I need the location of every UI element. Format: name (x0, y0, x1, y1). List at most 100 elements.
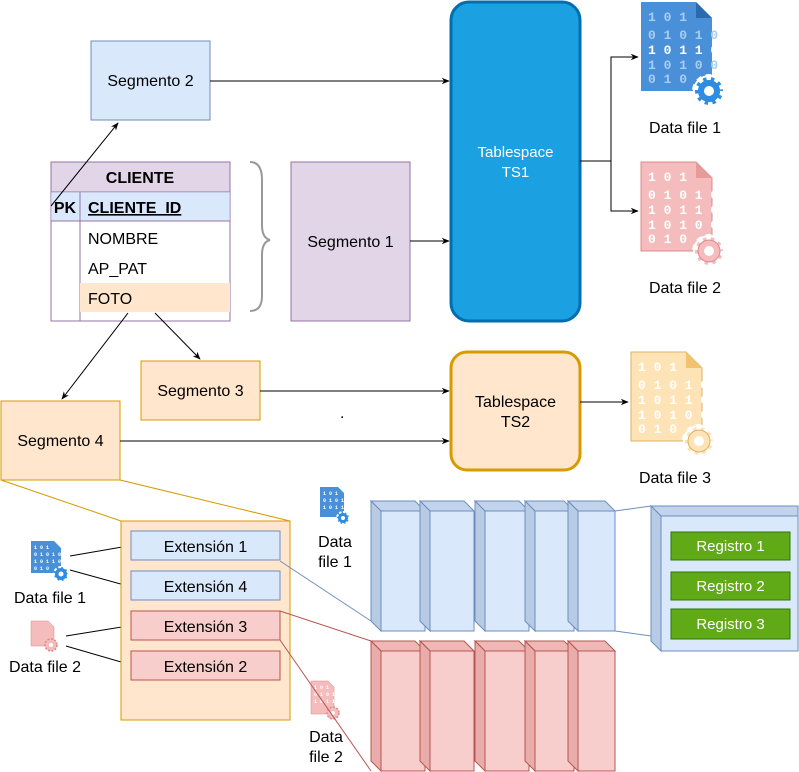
data-file-1-icon: 1 0 1 0 1 0 1 0 1 0 1 1 0 1 0 1 0 0 0 1 … (641, 2, 726, 108)
svg-text:1 0 1: 1 0 1 (323, 491, 338, 497)
data-file-1-label: Data file 1 (649, 120, 721, 137)
extension-3-label: Extensión 3 (164, 619, 248, 636)
bits-row-4: 0 1 0 (638, 422, 677, 437)
field-foto: FOTO (88, 291, 132, 308)
bits-row-0: 1 0 1 (648, 10, 687, 25)
field-ap-pat: AP_PAT (88, 261, 147, 278)
field-nombre: NOMBRE (88, 231, 158, 248)
brace-icon (249, 161, 271, 312)
extension-2-box[interactable]: Extensión 2 (130, 650, 281, 681)
extension-3-link-bottom (279, 639, 372, 772)
blue-block (566, 499, 617, 633)
extension-3-link-top (279, 610, 372, 642)
svg-text:0 1 0 1 0: 0 1 0 1 0 (34, 552, 61, 558)
segment-4-label: Segmento 4 (17, 433, 103, 450)
segment-2-label: Segmento 2 (107, 73, 193, 90)
table-title: CLIENTE (106, 170, 175, 187)
extension-4-box[interactable]: Extensión 4 (130, 570, 281, 601)
red-blocks (369, 639, 617, 772)
data-file-2-label: Data file 2 (649, 280, 721, 297)
bits-row-4: 0 1 0 (648, 72, 687, 87)
svg-text:1 0 1 1 0: 1 0 1 1 0 (314, 699, 341, 705)
blue-block (369, 499, 427, 633)
registro-3-label: Registro 3 (696, 616, 764, 633)
blue-block (523, 499, 576, 633)
extension-1-box[interactable]: Extensión 1 (130, 530, 281, 561)
bits-row-1: 0 1 0 1 0 (638, 378, 708, 393)
segment-1-box[interactable]: Segmento 1 (290, 161, 411, 322)
cube-data-file-1-line2: file 1 (318, 554, 352, 571)
segment-4-box[interactable]: Segmento 4 (0, 400, 121, 481)
svg-text:1 0 1: 1 0 1 (34, 545, 49, 551)
registro-1-box[interactable]: Registro 1 (670, 531, 791, 561)
extension-1-link (279, 560, 372, 622)
bits-row-2: 1 0 1 1 0 (638, 393, 708, 408)
pk-label: PK (54, 200, 77, 217)
expand-line-right (119, 479, 291, 522)
gear-icon (692, 74, 726, 108)
bits-row-1: 0 1 0 1 0 (648, 188, 718, 203)
registro-1-label: Registro 1 (696, 538, 764, 555)
red-block (566, 639, 617, 772)
red-block (473, 639, 531, 772)
gear-icon (692, 234, 726, 268)
bits-row-2: 1 0 1 1 0 (648, 203, 718, 218)
blue-block (418, 499, 476, 633)
ts1-label-line2: TS1 (502, 164, 530, 181)
data-file-3-label: Data file 3 (639, 470, 711, 487)
svg-text:1 0 1 1 0: 1 0 1 1 0 (323, 505, 350, 511)
blue-blocks (369, 499, 617, 633)
extension-4-label: Extensión 4 (164, 579, 248, 596)
segment-2-box[interactable]: Segmento 2 (90, 40, 211, 121)
segment-3-label: Segmento 3 (157, 383, 243, 400)
segment-1-label: Segmento 1 (307, 234, 393, 251)
red-block (418, 639, 476, 772)
blue-block (473, 499, 531, 633)
ts2-label-line1: Tablespace (475, 394, 556, 411)
tablespace-ts1[interactable]: Tablespace TS1 (449, 0, 582, 323)
extension-1-label: Extensión 1 (164, 539, 248, 556)
bits-row-0: 1 0 1 (638, 360, 677, 375)
ts1-label-line1: Tablespace (478, 144, 554, 161)
extension-3-box[interactable]: Extensión 3 (130, 610, 281, 641)
cube-data-file-2-line2: file 2 (309, 749, 343, 766)
bits-row-1: 0 1 0 1 0 (648, 28, 718, 43)
small-data-file-1-icon: 1 0 10 1 0 1 01 0 1 1 00 1 0 (31, 541, 69, 582)
arrows (50, 53, 639, 666)
small-data-file-1-label: Data file 1 (14, 590, 86, 607)
bits-row-4: 0 1 0 (648, 232, 687, 247)
bits-row-0: 1 0 1 (648, 170, 687, 185)
red-block (369, 639, 427, 772)
small-data-file-2-icon (30, 620, 58, 652)
registro-2-box[interactable]: Registro 2 (670, 571, 791, 601)
bits-row-2: 1 0 1 1 0 (648, 43, 718, 58)
pk-field: CLIENTE_ID (88, 200, 181, 217)
records-link-top (614, 505, 652, 512)
extension-2-label: Extensión 2 (164, 659, 248, 676)
bits-row-3: 1 0 1 0 0 (638, 408, 708, 423)
expand-line-left (0, 479, 122, 522)
data-file-3-icon: 1 0 1 0 1 0 1 0 1 0 1 1 0 1 0 1 0 0 0 1 … (630, 351, 716, 458)
gear-icon (682, 424, 716, 458)
cliente-table[interactable]: CLIENTE PK CLIENTE_ID NOMBRE AP_PAT FOTO (50, 161, 231, 322)
svg-text:0 1 0 1 0: 0 1 0 1 0 (323, 498, 350, 504)
cube-data-file-1-line1: Data (318, 534, 352, 551)
svg-text:1 0 1 1 0: 1 0 1 1 0 (34, 559, 61, 565)
data-file-2-icon: 1 0 1 0 1 0 1 0 1 0 1 1 0 1 0 1 0 0 0 1 … (640, 161, 726, 268)
red-block (523, 639, 576, 772)
segment-3-box[interactable]: Segmento 3 (140, 360, 261, 421)
svg-text:0 1 0: 0 1 0 (34, 566, 49, 572)
registro-3-box[interactable]: Registro 3 (670, 608, 791, 640)
stray-dot: . (340, 405, 344, 422)
cube-data-file-2-icon: 1 0 10 1 0 1 01 0 1 1 0 (310, 680, 341, 720)
bits-row-3: 1 0 1 0 0 (648, 218, 718, 233)
bits-row-3: 1 0 1 0 0 (648, 58, 718, 73)
svg-text:1 0 1: 1 0 1 (314, 685, 329, 691)
ts2-label-line2: TS2 (501, 414, 530, 431)
svg-text:0 1 0 1 0: 0 1 0 1 0 (314, 692, 341, 698)
cube-data-file-2-line1: Data (309, 729, 343, 746)
cube-data-file-1-icon: 1 0 10 1 0 1 01 0 1 1 0 (320, 487, 350, 525)
records-block: Registro 1 Registro 2 Registro 3 (649, 504, 799, 653)
tablespace-ts2[interactable]: Tablespace TS2 (449, 350, 582, 472)
